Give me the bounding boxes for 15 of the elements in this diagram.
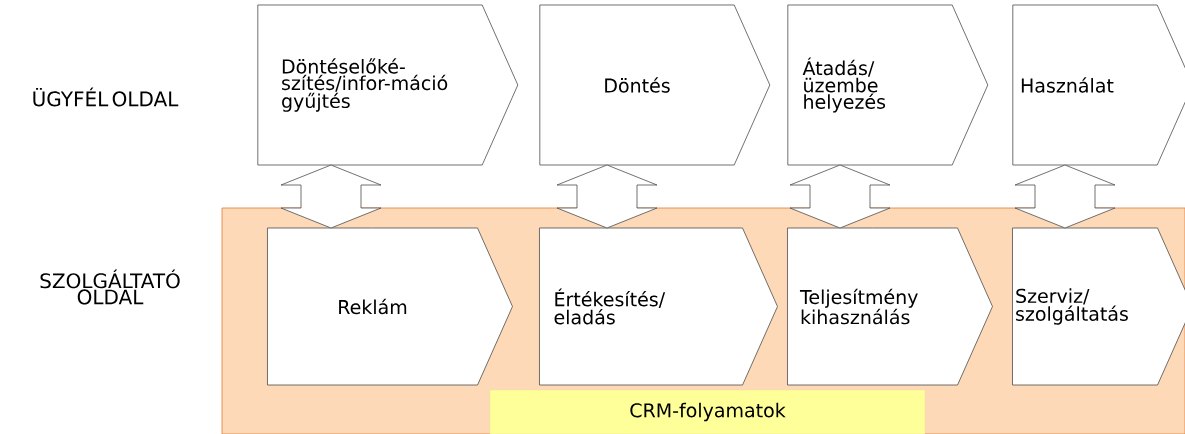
chevron-box: Szerviz/ szolgáltatás	[1012, 227, 1185, 386]
side-label: SZOLGÁLTATÓ OLDAL	[40, 269, 180, 305]
label-box: CRM-folyamatok	[489, 389, 926, 434]
chevron-box: Döntés	[539, 4, 771, 166]
block-arrow	[1014, 164, 1116, 229]
block-arrow	[280, 164, 382, 229]
chevron-box: Használat	[1012, 4, 1185, 166]
chevron-box: Értékesítés/ eladás	[539, 227, 778, 386]
chevron-box: Teljesítmény kihasználás	[787, 227, 993, 386]
block-arrow	[789, 164, 891, 229]
chevron-box: Reklám	[267, 227, 513, 386]
chevron-box: Átadás/ üzembe helyezés	[787, 4, 989, 166]
side-label: ÜGYFÉL OLDAL	[33, 87, 179, 107]
chevron-box: Döntéselőké-szítés/infor-máció gyűjtés	[257, 4, 519, 166]
block-arrow	[556, 164, 658, 229]
